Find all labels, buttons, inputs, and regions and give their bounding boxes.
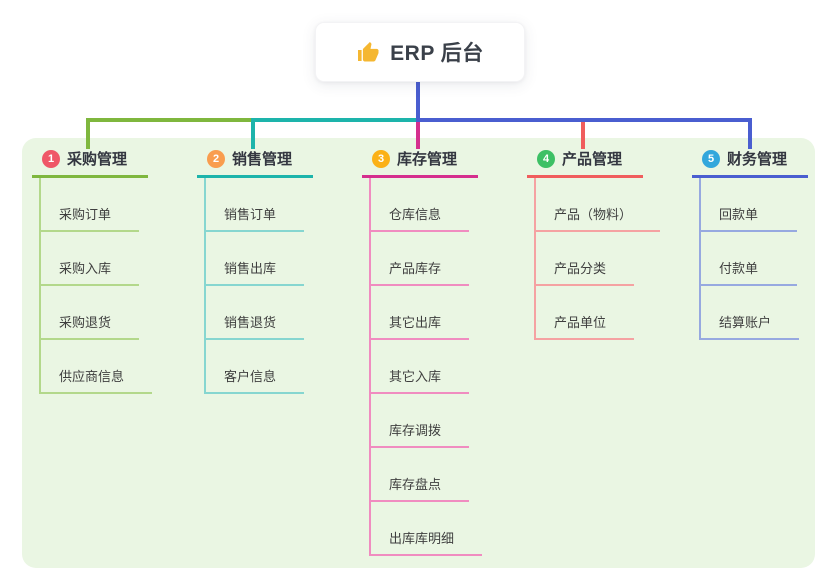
child-label: 库存盘点	[389, 477, 442, 492]
child-label: 产品单位	[554, 315, 607, 330]
child-node[interactable]: 销售出库	[206, 232, 305, 286]
connector-horizontal-purchase	[86, 118, 253, 122]
root-connector-line	[416, 82, 420, 120]
child-node[interactable]: 供应商信息	[41, 340, 153, 394]
child-label: 销售退货	[224, 315, 277, 330]
branch-header-inventory[interactable]: 3 库存管理	[362, 148, 478, 178]
child-label: 付款单	[719, 261, 759, 276]
child-label: 供应商信息	[59, 369, 125, 384]
branch-label: 库存管理	[397, 151, 458, 168]
child-label: 仓库信息	[389, 207, 442, 222]
child-label: 回款单	[719, 207, 759, 222]
child-node[interactable]: 产品库存	[371, 232, 470, 286]
child-node[interactable]: 其它出库	[371, 286, 470, 340]
child-node[interactable]: 销售退货	[206, 286, 305, 340]
child-node[interactable]: 采购订单	[41, 178, 140, 232]
connector-drop-purchase	[86, 118, 90, 149]
connector-drop-finance	[748, 118, 752, 149]
child-label: 客户信息	[224, 369, 277, 384]
branch-children: 产品（物料） 产品分类 产品单位	[534, 178, 661, 340]
branch-header-purchase[interactable]: 1 采购管理	[32, 148, 148, 178]
child-node[interactable]: 客户信息	[206, 340, 305, 394]
connector-horizontal-finance	[416, 118, 752, 122]
child-node[interactable]: 采购退货	[41, 286, 140, 340]
child-label: 产品（物料）	[554, 207, 633, 222]
branch-header-finance[interactable]: 5 财务管理	[692, 148, 808, 178]
child-node[interactable]: 结算账户	[701, 286, 800, 340]
branch-purchase: 1 采购管理 采购订单 采购入库 采购退货 供应商信息	[32, 148, 153, 394]
child-node[interactable]: 库存盘点	[371, 448, 470, 502]
child-node[interactable]: 采购入库	[41, 232, 140, 286]
branch-children: 回款单 付款单 结算账户	[699, 178, 808, 340]
branch-number-badge: 1	[42, 149, 60, 168]
child-node[interactable]: 产品分类	[536, 232, 635, 286]
branch-sales: 2 销售管理 销售订单 销售出库 销售退货 客户信息	[197, 148, 313, 394]
root-node[interactable]: ERP 后台	[315, 22, 525, 82]
child-label: 结算账户	[719, 315, 772, 330]
branch-header-product[interactable]: 4 产品管理	[527, 148, 643, 178]
child-node[interactable]: 付款单	[701, 232, 797, 286]
child-node[interactable]: 仓库信息	[371, 178, 470, 232]
child-node[interactable]: 其它入库	[371, 340, 470, 394]
root-label: ERP 后台	[390, 42, 484, 65]
connector-drop-product	[581, 120, 585, 149]
child-label: 产品库存	[389, 261, 442, 276]
branch-number-badge: 5	[702, 149, 720, 168]
child-node[interactable]: 出库库明细	[371, 502, 483, 556]
branch-label: 产品管理	[562, 151, 623, 168]
thumbs-up-icon	[358, 42, 379, 62]
branch-header-sales[interactable]: 2 销售管理	[197, 148, 313, 178]
child-node[interactable]: 回款单	[701, 178, 797, 232]
branch-children: 销售订单 销售出库 销售退货 客户信息	[204, 178, 313, 394]
child-label: 销售出库	[224, 261, 277, 276]
branch-children: 采购订单 采购入库 采购退货 供应商信息	[39, 178, 153, 394]
branch-inventory: 3 库存管理 仓库信息 产品库存 其它出库 其它入库 库存调拨 库存盘点 出库库…	[362, 148, 483, 556]
branch-product: 4 产品管理 产品（物料） 产品分类 产品单位	[527, 148, 661, 340]
child-label: 库存调拨	[389, 423, 442, 438]
branch-finance: 5 财务管理 回款单 付款单 结算账户	[692, 148, 808, 340]
branch-children: 仓库信息 产品库存 其它出库 其它入库 库存调拨 库存盘点 出库库明细	[369, 178, 483, 556]
child-node[interactable]: 库存调拨	[371, 394, 470, 448]
child-label: 销售订单	[224, 207, 277, 222]
child-label: 出库库明细	[389, 531, 455, 546]
child-node[interactable]: 销售订单	[206, 178, 305, 232]
branch-number-badge: 3	[372, 149, 390, 168]
branch-number-badge: 4	[537, 149, 555, 168]
child-label: 采购入库	[59, 261, 112, 276]
branches-panel	[22, 138, 815, 568]
child-label: 其它出库	[389, 315, 442, 330]
branch-label: 销售管理	[232, 151, 293, 168]
child-label: 产品分类	[554, 261, 607, 276]
child-label: 采购订单	[59, 207, 112, 222]
branch-number-badge: 2	[207, 149, 225, 168]
connector-drop-inventory	[416, 120, 420, 149]
child-label: 其它入库	[389, 369, 442, 384]
branch-label: 采购管理	[67, 151, 128, 168]
connector-horizontal-sales	[251, 118, 418, 122]
connector-drop-sales	[251, 118, 255, 149]
child-node[interactable]: 产品（物料）	[536, 178, 661, 232]
branch-label: 财务管理	[727, 151, 788, 168]
child-label: 采购退货	[59, 315, 112, 330]
child-node[interactable]: 产品单位	[536, 286, 635, 340]
